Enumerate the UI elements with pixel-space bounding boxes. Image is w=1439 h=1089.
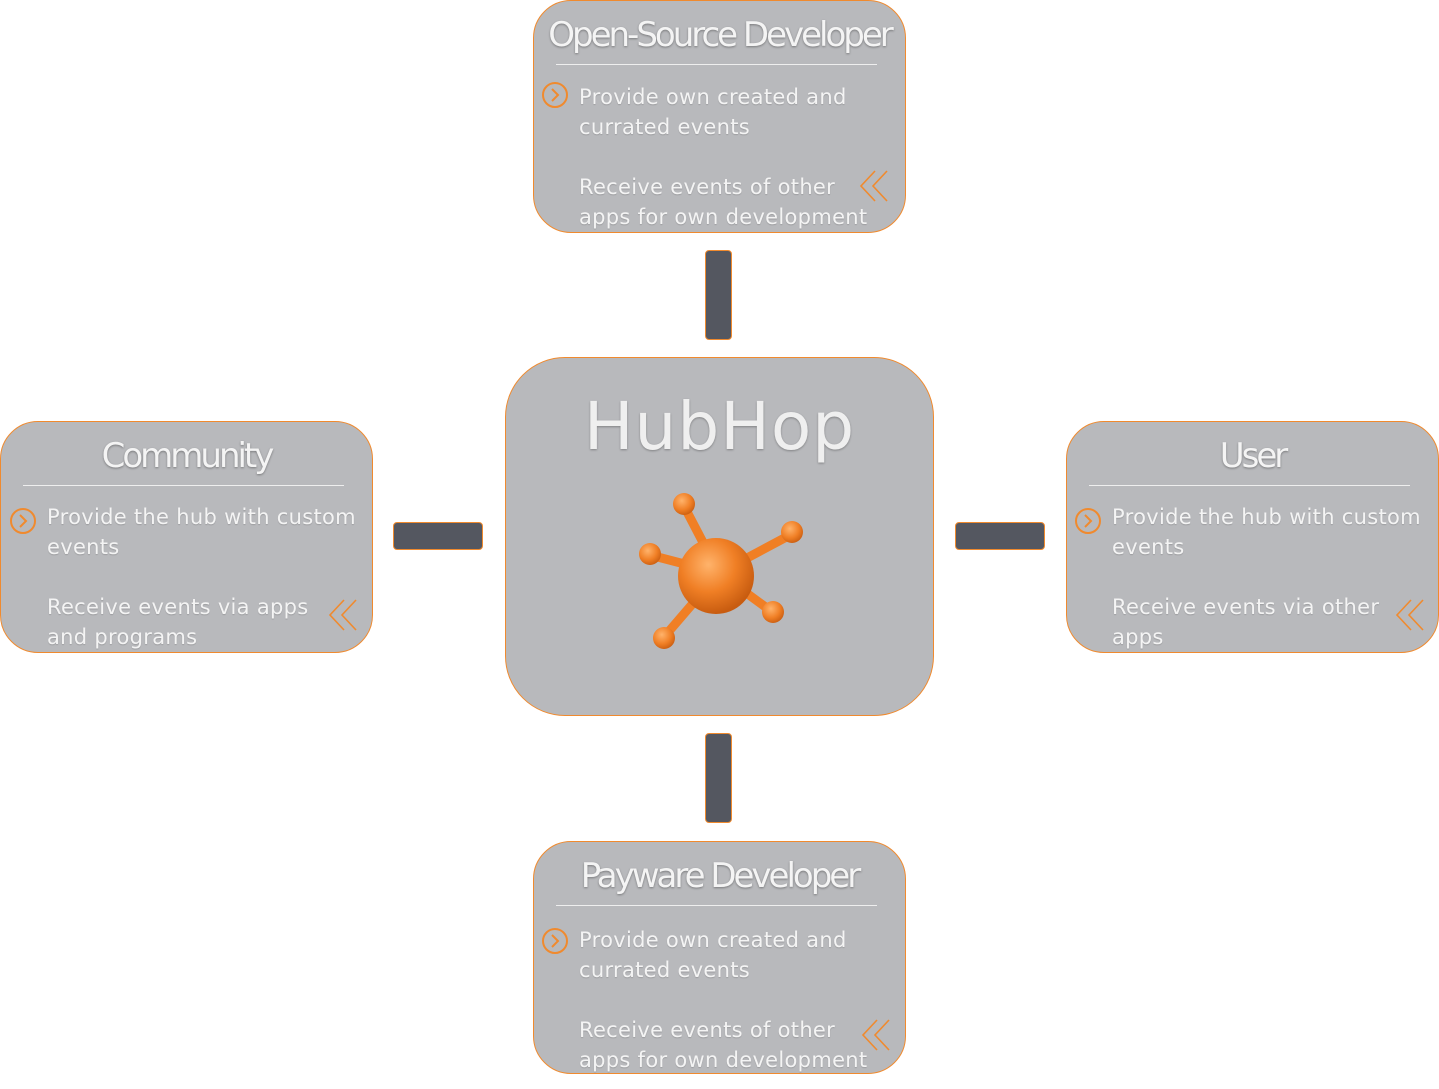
connector-bottom bbox=[705, 733, 732, 823]
receive-line-2: apps for own development bbox=[579, 205, 868, 229]
receive-line-1: Receive events via apps bbox=[47, 595, 309, 619]
provide-line-2: currated events bbox=[579, 958, 751, 982]
provide-line-2: events bbox=[47, 535, 120, 559]
receive-line-1: Receive events of other bbox=[579, 175, 836, 199]
provide-line-1: Provide own created and bbox=[579, 85, 847, 109]
receive-line-1: Receive events via other bbox=[1112, 595, 1380, 619]
card-title: Community bbox=[101, 436, 275, 476]
chevron-right-circle-icon bbox=[542, 928, 568, 954]
chevron-right-circle-icon bbox=[1075, 508, 1101, 534]
divider bbox=[1089, 485, 1410, 486]
divider bbox=[23, 485, 344, 486]
card-payware-developer: Payware Developer Provide own created an… bbox=[533, 841, 906, 1074]
receive-line-1: Receive events of other bbox=[579, 1018, 836, 1042]
provide-line-2: currated events bbox=[579, 115, 751, 139]
provide-line-1: Provide the hub with custom bbox=[47, 505, 356, 529]
connector-right bbox=[955, 522, 1045, 550]
receive-line-2: apps for own development bbox=[579, 1048, 868, 1072]
card-title: User bbox=[1219, 436, 1289, 476]
card-open-source-developer: Open-Source Developer Provide own create… bbox=[533, 0, 906, 233]
hub-title: HubHop bbox=[583, 388, 856, 465]
receive-line-2: apps bbox=[1112, 625, 1164, 649]
provide-line-1: Provide the hub with custom bbox=[1112, 505, 1421, 529]
provide-line-1: Provide own created and bbox=[579, 928, 847, 952]
chevron-right-circle-icon bbox=[542, 82, 568, 108]
double-chevron-left-icon bbox=[328, 599, 357, 631]
hub-molecule-icon bbox=[639, 493, 803, 649]
connector-top bbox=[705, 250, 732, 340]
divider bbox=[556, 64, 877, 65]
divider bbox=[556, 905, 877, 906]
receive-line-2: and programs bbox=[47, 625, 198, 649]
hub-card: HubHop bbox=[505, 357, 934, 716]
provide-line-2: events bbox=[1112, 535, 1185, 559]
card-user: User Provide the hub with custom events … bbox=[1066, 421, 1439, 653]
double-chevron-left-icon bbox=[1395, 599, 1424, 631]
chevron-right-circle-icon bbox=[10, 508, 36, 534]
double-chevron-left-icon bbox=[859, 170, 888, 202]
double-chevron-left-icon bbox=[861, 1019, 890, 1051]
card-community: Community Provide the hub with custom ev… bbox=[0, 421, 373, 653]
connector-left bbox=[393, 522, 483, 550]
card-title: Open-Source Developer bbox=[548, 15, 894, 55]
card-title: Payware Developer bbox=[580, 856, 861, 896]
